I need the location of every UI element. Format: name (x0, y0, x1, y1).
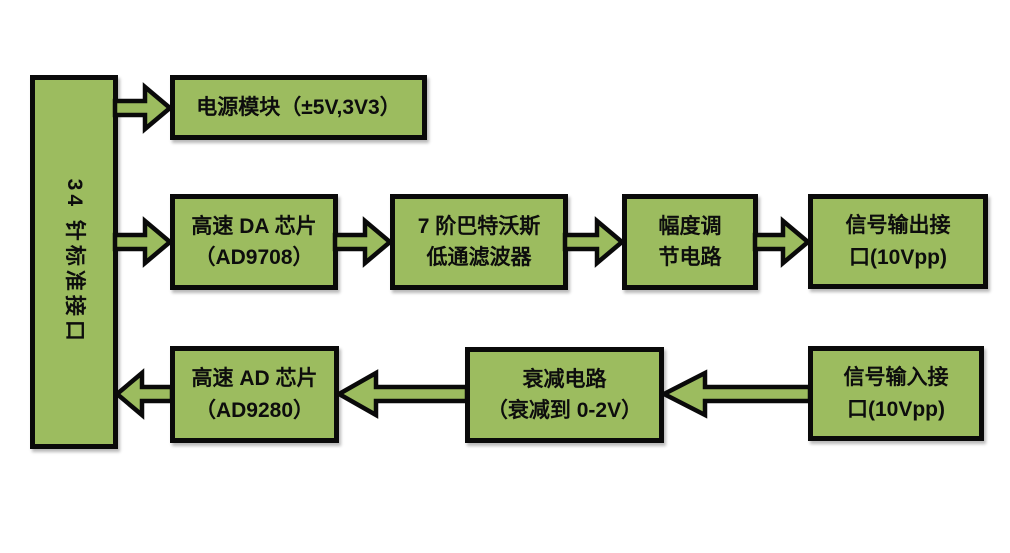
node-sublabel: 口(10Vpp) (848, 245, 947, 269)
arrow-amplitude-to-output-icon (752, 216, 812, 268)
arrow-ad-to-interface-icon (113, 368, 175, 420)
node-label: 高速 AD 芯片 (191, 367, 318, 390)
arrow-interface-to-power-icon (112, 82, 174, 134)
node-sublabel: 节电路 (658, 246, 722, 269)
arrow-input-to-attenuation-icon (659, 369, 813, 419)
node-34pin-interface: 34 针标准接口 (30, 75, 118, 449)
arrow-shape (112, 216, 174, 268)
arrow-shape (112, 82, 174, 134)
node-attenuation-circuit: 衰减电路 （衰减到 0-2V） (465, 347, 664, 443)
node-signal-output: 信号输出接 口(10Vpp) (808, 194, 988, 289)
arrow-shape (113, 368, 175, 420)
arrow-shape (752, 216, 812, 268)
node-label: 幅度调 (658, 214, 722, 238)
node-power-module: 电源模块（±5V,3V3） (170, 75, 427, 140)
arrow-shape (659, 369, 813, 419)
node-label: 34 针标准接口 (62, 178, 86, 346)
node-label: 高速 DA 芯片 (191, 214, 317, 238)
node-label: 电源模块（±5V,3V3） (196, 95, 401, 119)
node-butterworth-filter: 7 阶巴特沃斯 低通滤波器 (390, 194, 568, 290)
node-label: 信号输出接 (845, 214, 951, 237)
node-da-chip: 高速 DA 芯片 （AD9708） (170, 194, 338, 290)
node-label: 7 阶巴特沃斯 (417, 214, 541, 238)
node-label: 衰减电路 (522, 367, 607, 391)
node-label: 信号输入接 (843, 366, 949, 389)
node-sublabel: 低通滤波器 (426, 246, 532, 269)
node-sublabel: （衰减到 0-2V） (486, 399, 643, 422)
arrow-attenuation-to-ad-icon (334, 369, 470, 419)
node-signal-input: 信号输入接 口(10Vpp) (808, 346, 984, 441)
node-sublabel: 口(10Vpp) (846, 397, 945, 421)
node-amplitude-adjust: 幅度调 节电路 (622, 194, 758, 290)
arrow-interface-to-da-icon (112, 216, 174, 268)
arrow-filter-to-amplitude-icon (562, 216, 626, 268)
arrow-shape (334, 369, 470, 419)
node-sublabel: （AD9280） (194, 398, 315, 422)
node-sublabel: （AD9708） (194, 246, 314, 269)
arrow-shape (562, 216, 626, 268)
node-ad-chip: 高速 AD 芯片 （AD9280） (170, 346, 339, 443)
arrow-da-to-filter-icon (332, 216, 394, 268)
arrow-shape (332, 216, 394, 268)
